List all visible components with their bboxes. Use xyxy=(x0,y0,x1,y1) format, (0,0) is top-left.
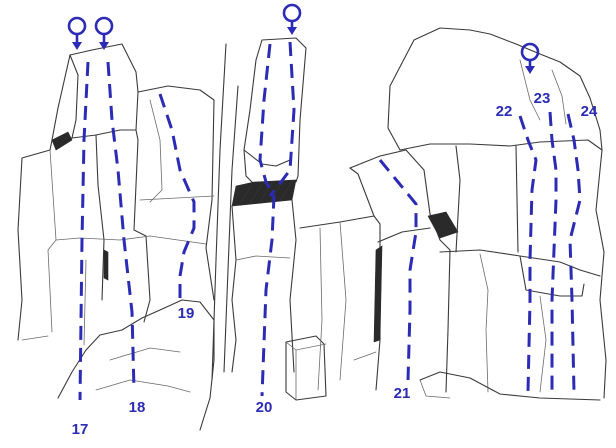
route-label-24: 24 xyxy=(581,103,598,120)
route-label-21: 21 xyxy=(394,385,411,402)
route-line-20b xyxy=(268,41,296,197)
route-line-18 xyxy=(106,61,136,391)
route-lines xyxy=(78,41,582,401)
route-line-22 xyxy=(518,115,538,393)
route-label-22: 22 xyxy=(496,103,513,120)
route-line-21 xyxy=(378,159,418,381)
rock-sketch xyxy=(17,27,607,431)
route-line-23 xyxy=(548,111,558,392)
anchors xyxy=(67,3,540,74)
lower-off-anchor-icon xyxy=(67,16,87,50)
lower-off-anchor-icon xyxy=(282,3,302,35)
lower-off-anchor-icon xyxy=(94,16,114,50)
route-line-19 xyxy=(158,93,196,298)
route-line-20a xyxy=(258,43,276,397)
route-label-19: 19 xyxy=(178,305,195,322)
route-label-18: 18 xyxy=(129,399,146,416)
route-label-23: 23 xyxy=(534,90,551,107)
route-line-24 xyxy=(566,113,582,393)
lower-off-anchor-icon xyxy=(520,42,540,74)
route-label-20: 20 xyxy=(256,399,273,416)
route-labels: 17 18 19 20 21 22 23 24 xyxy=(72,90,598,438)
route-label-17: 17 xyxy=(72,421,89,438)
